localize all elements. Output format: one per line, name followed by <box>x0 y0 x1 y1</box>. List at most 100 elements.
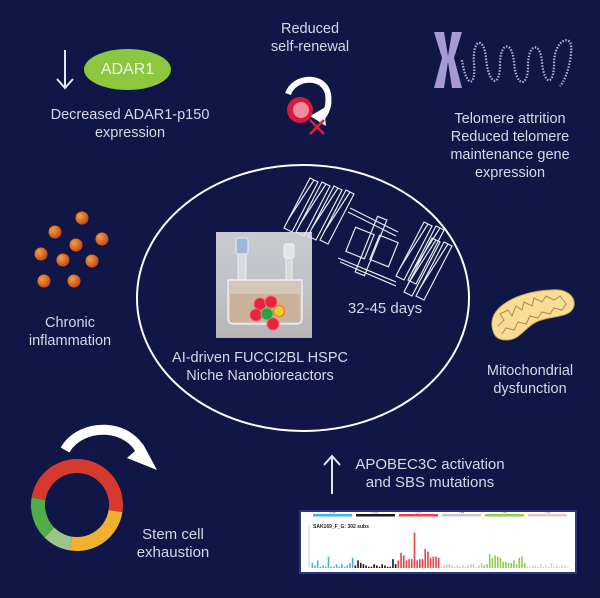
cycle-arrowhead-icon <box>127 444 157 470</box>
sbs-bar <box>513 560 515 568</box>
cells-group <box>249 295 286 331</box>
sbs-bar <box>381 564 384 568</box>
self-renewal-icon <box>285 76 332 135</box>
category-header-bar <box>356 514 395 517</box>
sbs-bar <box>384 565 386 568</box>
sbs-bar <box>453 566 456 568</box>
sbs-bar <box>314 565 316 568</box>
cycle-arrow-icon <box>60 424 148 459</box>
sbs-bar <box>373 564 375 568</box>
sbs-bar <box>324 566 327 568</box>
sbs-bar <box>386 566 389 568</box>
sbs-bar <box>376 565 378 568</box>
chromosome-icon <box>434 32 573 88</box>
mitochondria-label-line1: Mitochondrial <box>486 363 574 379</box>
apobec-label-line2: and SBS mutations <box>365 474 495 491</box>
exhaustion-label: Stem cell exhaustion <box>118 526 228 562</box>
category-header-bar <box>485 514 524 517</box>
duration-label: 32-45 days <box>347 300 423 317</box>
sbs-bar <box>416 560 418 568</box>
telomere-label-line3: maintenance gene <box>450 147 570 163</box>
sbs-bar <box>545 565 547 568</box>
sbs-bar <box>429 557 432 568</box>
sbs-bar <box>338 566 341 568</box>
sbs-bar <box>539 564 542 568</box>
sbs-bar <box>392 559 394 568</box>
inflammation-label-line1: Chronic <box>45 315 95 331</box>
sbs-bar <box>467 565 470 568</box>
telomere-label-line1: Telomere attrition <box>454 111 566 127</box>
sbs-bar <box>553 566 556 568</box>
sbs-bar <box>359 562 362 568</box>
bioreactor-photo <box>216 232 312 338</box>
sbs-bar <box>556 565 558 568</box>
sbs-bar <box>537 566 539 568</box>
category-header-bar <box>442 514 481 517</box>
sbs-bar <box>389 566 392 568</box>
sbs-bar <box>491 557 494 568</box>
sbs-bar <box>367 566 370 568</box>
sbs-bar <box>437 557 440 568</box>
mitochondrion-icon <box>491 289 575 341</box>
bioreactor-label-line2: Niche Nanobioreactors <box>186 368 334 384</box>
sbs-bar <box>357 560 359 568</box>
sbs-bar <box>440 566 443 568</box>
sbs-bar <box>443 565 445 568</box>
inflammation-label-line2: inflammation <box>28 333 112 349</box>
sbs-bar <box>502 561 504 568</box>
sbs-bar <box>518 557 521 568</box>
sbs-bar <box>322 565 324 568</box>
sbs-bar <box>542 566 545 568</box>
sbs-bar <box>464 566 467 568</box>
sbs-bar <box>343 566 346 568</box>
telomere-label: Telomere attrition Reduced telomere main… <box>420 110 600 182</box>
adar1-label: Decreased ADAR1-p150 expression <box>30 106 230 142</box>
sbs-bar <box>333 566 335 568</box>
sbs-bar <box>470 564 472 568</box>
sbs-bar <box>435 556 437 568</box>
sbs-bar <box>394 564 397 568</box>
sbs-bar <box>327 556 330 568</box>
sbs-bar <box>335 564 338 568</box>
sbs-bar <box>521 556 523 568</box>
self-renewal-label-line2: self-renewal <box>270 39 350 55</box>
sbs-bar <box>432 556 435 568</box>
sbs-bar <box>346 565 349 568</box>
sbs-bar <box>548 566 550 568</box>
sbs-bar <box>365 565 367 568</box>
sbs-bar <box>405 560 408 568</box>
sbs-bar <box>427 551 429 568</box>
sbs-bar <box>472 564 475 568</box>
sbs-bar <box>311 562 314 568</box>
sbs-bar <box>362 564 365 568</box>
apobec-label: APOBEC3C activation and SBS mutations <box>340 456 520 492</box>
sbs-bar <box>419 559 421 568</box>
sbs-bar <box>462 565 464 568</box>
chart-title: SAK169_F_G: 302 subs <box>313 524 369 530</box>
sbs-bar <box>341 564 343 568</box>
sbs-bar <box>526 566 529 568</box>
inflammation-label: Chronic inflammation <box>10 314 130 350</box>
sbs-bar <box>507 562 510 568</box>
sbs-bar <box>499 557 502 568</box>
self-renewal-label: Reduced self-renewal <box>240 20 380 56</box>
space-station-icon <box>283 177 453 301</box>
adar1-badge: ADAR1 <box>84 49 171 90</box>
category-header-bar <box>528 514 567 517</box>
bioreactor-flask-icon <box>227 237 303 331</box>
sbs-bar <box>424 549 427 568</box>
sbs-bar <box>413 532 416 568</box>
sbs-bar <box>564 565 566 568</box>
sbs-bar <box>480 562 483 568</box>
sbs-bar <box>515 564 518 568</box>
sbs-bar <box>354 565 357 568</box>
mitochondria-label: Mitochondrial dysfunction <box>460 362 600 398</box>
sbs-bar <box>558 566 561 568</box>
telomere-label-line4: expression <box>474 165 546 181</box>
sbs-bar <box>550 562 553 568</box>
sbs-bar <box>534 565 537 568</box>
telomere-label-line2: Reduced telomere <box>450 129 570 145</box>
